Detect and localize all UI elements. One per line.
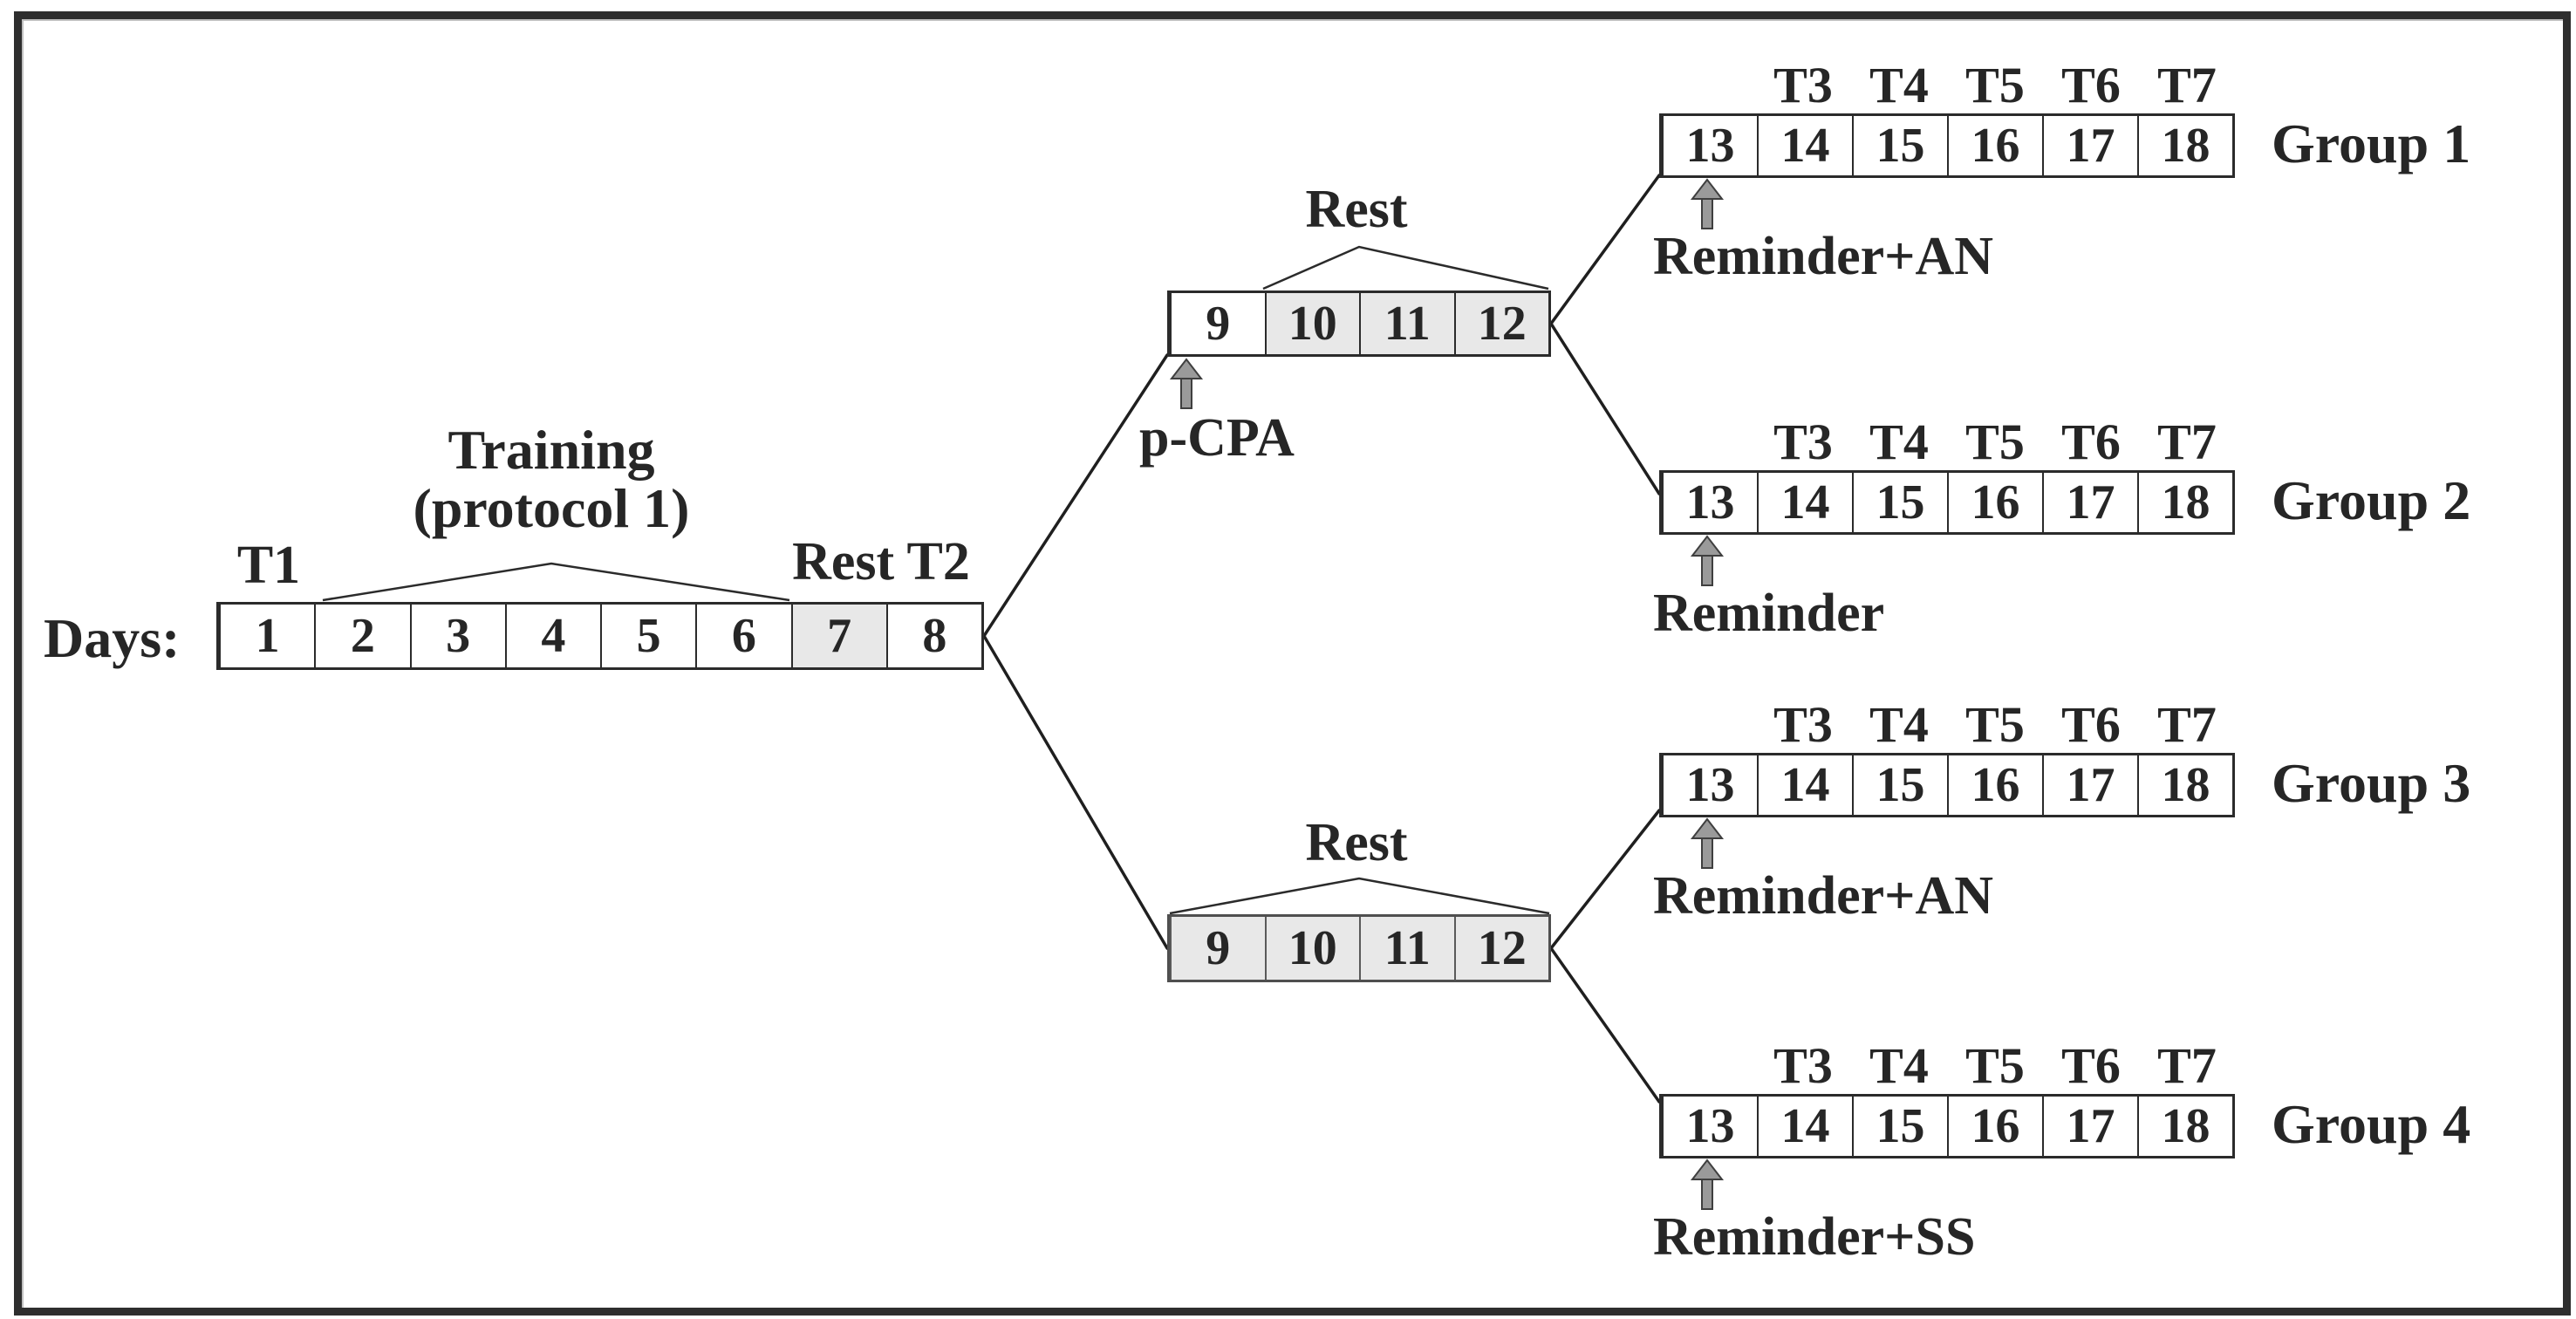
day-cell: 14 xyxy=(1757,116,1852,175)
day-cell: 12 xyxy=(1453,293,1548,354)
test-label: T7 xyxy=(2157,696,2217,753)
day-cell: 4 xyxy=(504,605,600,667)
day-cell: 16 xyxy=(1947,755,2042,815)
day-cell: 13 xyxy=(1662,1097,1757,1156)
group2-name-label: Group 2 xyxy=(2272,469,2471,531)
test-label: T4 xyxy=(1869,57,1929,113)
group2-treatment-label: Reminder xyxy=(1653,584,1885,643)
day-cell: 15 xyxy=(1852,755,1947,815)
day-cell: 18 xyxy=(2137,755,2232,815)
day-cell: 18 xyxy=(2137,1097,2232,1156)
test-label: T7 xyxy=(2157,413,2217,470)
test-label: T3 xyxy=(1773,1037,1833,1094)
day-cell: 13 xyxy=(1662,755,1757,815)
day-cell: 1 xyxy=(219,605,315,667)
day-cell: 9 xyxy=(1170,917,1265,980)
day-cell: 11 xyxy=(1359,917,1454,980)
group3-treatment-label: Reminder+AN xyxy=(1653,866,1994,926)
test-label: T6 xyxy=(2061,1037,2121,1094)
group1-test-labels: T3 T4 T5 T6 T7 xyxy=(1755,56,2235,114)
day-cell: 11 xyxy=(1359,293,1454,354)
day-cell: 8 xyxy=(885,605,981,667)
day-cell: 15 xyxy=(1852,473,1947,532)
day-cell: 14 xyxy=(1757,1097,1852,1156)
day-cell: 7 xyxy=(790,605,886,667)
day-cell: 12 xyxy=(1453,917,1548,980)
test-label: T4 xyxy=(1869,413,1929,470)
lower-rest-label: Rest xyxy=(1305,813,1408,872)
group4-treatment-label: Reminder+SS xyxy=(1653,1207,1976,1267)
test-label: T3 xyxy=(1773,696,1833,753)
training-label-line2: (protocol 1) xyxy=(413,477,690,540)
test-label: T3 xyxy=(1773,413,1833,470)
group4-test-labels: T3 T4 T5 T6 T7 xyxy=(1755,1036,2235,1095)
test-label: T4 xyxy=(1869,696,1929,753)
group4-name-label: Group 4 xyxy=(2272,1093,2471,1155)
training-label: Training (protocol 1) xyxy=(413,419,690,540)
day-cell: 14 xyxy=(1757,473,1852,532)
day-cell: 5 xyxy=(600,605,696,667)
day-cell: 16 xyxy=(1947,1097,2042,1156)
day-cell: 17 xyxy=(2042,755,2137,815)
day-cell: 10 xyxy=(1264,917,1359,980)
group1-name-label: Group 1 xyxy=(2272,113,2471,174)
day-cell: 2 xyxy=(314,605,410,667)
day-cell: 9 xyxy=(1170,293,1265,354)
test-label: T6 xyxy=(2061,696,2121,753)
day-cell: 16 xyxy=(1947,116,2042,175)
day-cell: 14 xyxy=(1757,755,1852,815)
day-cell: 10 xyxy=(1264,293,1359,354)
day-cell: 6 xyxy=(695,605,791,667)
day-cell: 17 xyxy=(2042,473,2137,532)
day-cell: 15 xyxy=(1852,1097,1947,1156)
training-label-line1: Training xyxy=(448,419,655,481)
test-label: T5 xyxy=(1965,696,2025,753)
day-cell: 13 xyxy=(1662,473,1757,532)
test-label: T5 xyxy=(1965,57,2025,113)
group2-test-labels: T3 T4 T5 T6 T7 xyxy=(1755,413,2235,471)
upper-rest-label: Rest xyxy=(1305,180,1408,239)
day-cell: 18 xyxy=(2137,116,2232,175)
test-label: T6 xyxy=(2061,413,2121,470)
day-cell: 15 xyxy=(1852,116,1947,175)
rest-t2-label: Rest T2 xyxy=(792,532,970,591)
test-label: T7 xyxy=(2157,57,2217,113)
test-label: T5 xyxy=(1965,1037,2025,1094)
group3-test-labels: T3 T4 T5 T6 T7 xyxy=(1755,695,2235,754)
test-label: T7 xyxy=(2157,1037,2217,1094)
day-cell: 3 xyxy=(409,605,505,667)
days-label: Days: xyxy=(44,607,181,669)
group1-treatment-label: Reminder+AN xyxy=(1653,227,1994,286)
day-cell: 18 xyxy=(2137,473,2232,532)
day-cell: 16 xyxy=(1947,473,2042,532)
day-cell: 17 xyxy=(2042,116,2137,175)
test-label: T3 xyxy=(1773,57,1833,113)
test-label: T5 xyxy=(1965,413,2025,470)
t1-label: T1 xyxy=(236,536,301,595)
test-label: T4 xyxy=(1869,1037,1929,1094)
day-cell: 13 xyxy=(1662,116,1757,175)
pcpa-label: p-CPA xyxy=(1139,408,1295,468)
day-cell: 17 xyxy=(2042,1097,2137,1156)
group3-name-label: Group 3 xyxy=(2272,752,2471,814)
test-label: T6 xyxy=(2061,57,2121,113)
